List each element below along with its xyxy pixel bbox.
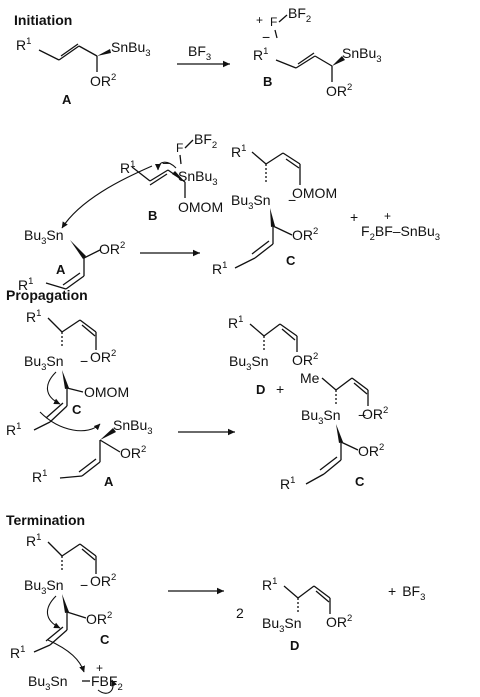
or2-group: OR2 [326,82,352,99]
r1-group: R1 [262,576,277,593]
minus-charge: − [80,353,88,369]
curved-arrow [46,371,61,405]
f2bf-snbu3: F2BF–SnBu3 [361,223,440,243]
fluorine: F [270,15,277,29]
curved-arrow [155,161,177,171]
label-D: D [290,638,299,653]
heading-propagation: Propagation [6,287,88,303]
bu3sn-group: Bu3Sn [24,353,64,373]
r1-group: R1 [212,260,227,277]
omom-group: OMOM [292,185,337,201]
label-D: D [256,382,265,397]
label-C: C [286,253,296,268]
minus-charge: − [80,577,88,593]
or2-group: OR2 [358,442,384,459]
plus-sign: + [276,381,284,397]
curved-arrow [47,639,85,673]
bu3sn-group: Bu3Sn [301,407,341,427]
r1-group: R1 [6,421,21,438]
heading-termination: Termination [6,512,85,528]
snbu3-group: SnBu3 [111,39,151,59]
or2-group: OR2 [292,226,318,243]
fluorine: F [176,141,183,155]
compound-B: + F BF2 − R1 SnBu3 OR2 B [253,5,382,99]
propagation-section: Propagation R1 OR2 Bu3Sn − OMOM R1 C SnB… [6,287,388,492]
or2-group: OR2 [120,444,146,461]
label-A: A [56,262,66,277]
bu3sn-group: Bu3Sn [229,353,269,373]
r1-group: R1 [26,308,41,325]
reagent-bf3: BF3 [188,43,211,63]
label-C: C [355,474,365,489]
initiation-section: Initiation R1 SnBu3 OR2 A BF3 + F BF2 − … [14,5,382,107]
bu3sn-group: Bu3Sn [24,577,64,597]
plus-bf3: +BF3 [388,583,425,603]
snbu3-group: SnBu3 [113,417,153,437]
curved-arrow [46,595,61,629]
bu3sn-fbf2: Bu3Sn [28,673,68,693]
bu3sn-group: Bu3Sn [24,227,64,247]
r1-group: R1 [32,468,47,485]
curved-arrow [61,165,153,229]
label-C: C [72,402,82,417]
or2-group: OR2 [90,572,116,589]
plus-charge: + [96,661,103,675]
plus-charge: + [256,13,263,27]
bf2-group: BF2 [194,131,217,151]
r1-group: R1 [16,36,31,53]
minus-charge: − [262,29,270,45]
bu3sn-group: Bu3Sn [231,192,271,212]
curved-arrow [39,411,101,432]
or2-group: OR2 [99,240,125,257]
label-B: B [263,74,272,89]
plus-sign: + [350,209,358,225]
r1-group: R1 [253,46,268,63]
bu3sn-group: Bu3Sn [262,615,302,635]
r1-group: R1 [10,644,25,661]
or2-group: OR2 [90,72,116,89]
or2-group: OR2 [292,351,318,368]
snbu3-group: SnBu3 [178,168,218,188]
or2-group: OR2 [90,348,116,365]
r1-group: R1 [280,475,295,492]
r1-group: R1 [120,159,135,176]
initiation-mechanism: F BF2 − R1 SnBu3 OMOM B Bu3Sn OR2 R1 A R… [18,131,440,293]
fbf2-group: FBF2 [91,673,123,693]
or2-group: OR2 [86,610,112,627]
curved-arrow [97,679,118,694]
omom-group: OMOM [178,199,223,215]
compound-A-initiation: R1 SnBu3 OR2 A [16,36,151,107]
or2-group: OR2 [326,613,352,630]
termination-section: Termination R1 OR2 Bu3Sn − OR2 R1 C Bu3S… [6,512,425,694]
bf2-group: BF2 [288,5,311,25]
r1-group: R1 [231,143,246,160]
minus-charge: − [162,155,170,171]
r1-group: R1 [228,314,243,331]
label-C: C [100,632,110,647]
snbu3-group: SnBu3 [342,45,382,65]
r1-group: R1 [18,276,33,293]
heading-initiation: Initiation [14,12,72,28]
label-A: A [104,474,114,489]
label-A: A [62,92,72,107]
minus-charge: − [358,407,366,423]
r1-group: R1 [26,532,41,549]
or2-group: OR2 [362,405,388,422]
label-B: B [148,208,157,223]
coefficient-2: 2 [236,605,244,621]
methyl-group: Me [300,370,320,386]
omom-group: OMOM [84,384,129,400]
plus-charge: + [384,209,391,223]
minus-charge: − [288,192,296,208]
